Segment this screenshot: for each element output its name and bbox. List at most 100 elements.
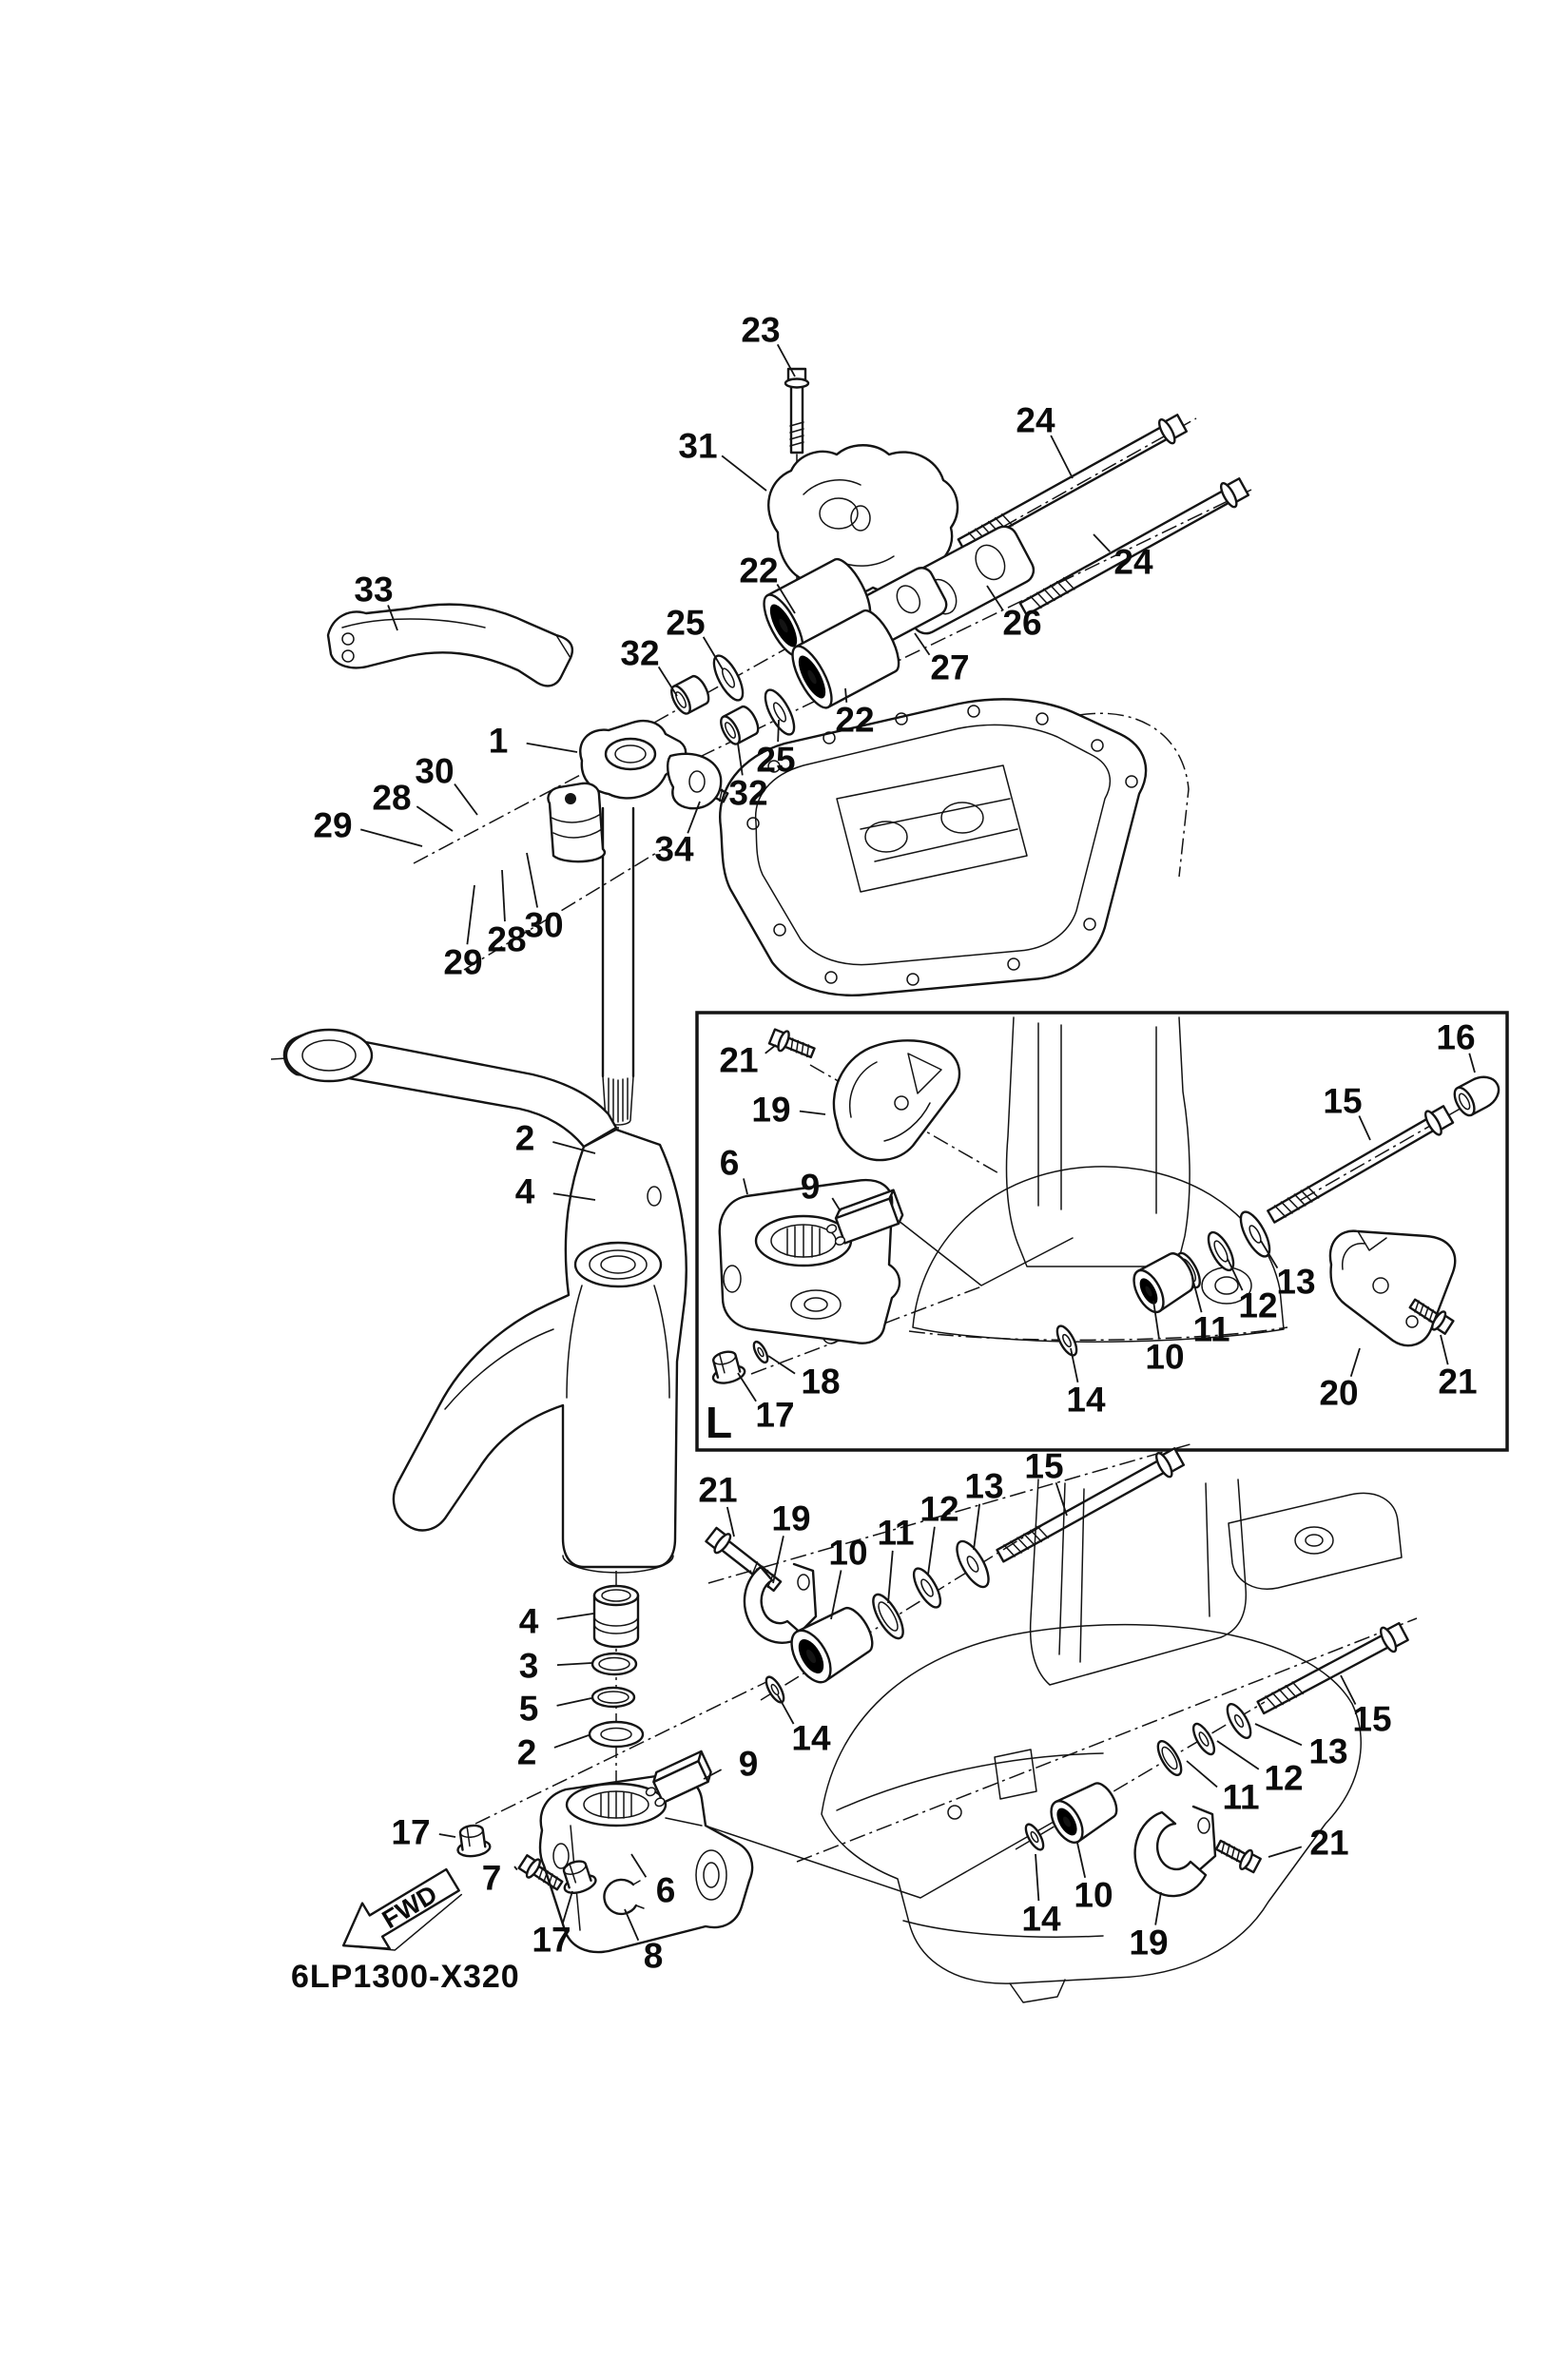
leader-line bbox=[1227, 1258, 1244, 1291]
leader-line bbox=[1349, 1347, 1361, 1378]
washer-14-drawing bbox=[1024, 1823, 1045, 1851]
callout-24: 24 bbox=[1016, 401, 1055, 440]
leader-line bbox=[513, 1866, 518, 1871]
washer-18-drawing bbox=[752, 1340, 769, 1364]
leader-line bbox=[986, 585, 1004, 610]
leader-line bbox=[1216, 1740, 1260, 1770]
callout-28: 28 bbox=[487, 920, 526, 959]
leader-line bbox=[552, 1192, 596, 1201]
leader-line bbox=[1050, 435, 1074, 479]
washer-14-drawing bbox=[765, 1675, 785, 1704]
mount-rubber-10-drawing bbox=[790, 1607, 874, 1684]
leader-line bbox=[1440, 1334, 1449, 1365]
cap-nut-16-drawing bbox=[1453, 1075, 1500, 1117]
steering-arm-33-drawing bbox=[326, 603, 574, 687]
callout-2: 2 bbox=[515, 1119, 535, 1158]
leader-line bbox=[1268, 1846, 1303, 1858]
callout-29: 29 bbox=[313, 806, 352, 845]
callout-31: 31 bbox=[678, 427, 717, 466]
callout-6: 6 bbox=[720, 1144, 740, 1183]
upper-mount-group bbox=[670, 367, 1251, 808]
leader-line bbox=[1093, 533, 1111, 552]
callout-13: 13 bbox=[1276, 1263, 1315, 1302]
leader-line bbox=[830, 1570, 842, 1620]
callout-15: 15 bbox=[1024, 1447, 1063, 1486]
callout-14: 14 bbox=[1066, 1381, 1106, 1420]
callout-21: 21 bbox=[1309, 1824, 1348, 1863]
leader-line bbox=[501, 869, 506, 922]
leader-line bbox=[799, 1110, 826, 1115]
callout-10: 10 bbox=[1145, 1338, 1184, 1377]
leader-line bbox=[927, 1526, 936, 1576]
bolt-23-drawing bbox=[784, 367, 810, 454]
callout-14: 14 bbox=[791, 1719, 831, 1758]
mount-rubber-10-drawing bbox=[1132, 1252, 1194, 1314]
callout-30: 30 bbox=[415, 752, 454, 791]
leader-line bbox=[1076, 1842, 1087, 1879]
callout-4: 4 bbox=[519, 1602, 539, 1641]
bolt-15-drawing bbox=[992, 1443, 1187, 1569]
callout-22: 22 bbox=[739, 551, 778, 590]
leader-line bbox=[887, 1550, 894, 1604]
leader-line bbox=[687, 801, 701, 834]
callout-13: 13 bbox=[964, 1467, 1003, 1506]
leader-line bbox=[556, 1613, 594, 1620]
leader-line bbox=[721, 454, 767, 492]
part-code: 6LP1300-X320 bbox=[291, 1959, 520, 1995]
callout-16: 16 bbox=[1436, 1018, 1475, 1057]
callout-14: 14 bbox=[1021, 1900, 1061, 1939]
callout-19: 19 bbox=[771, 1499, 810, 1538]
callout-5: 5 bbox=[519, 1690, 539, 1729]
ring-11-drawing bbox=[1156, 1740, 1183, 1776]
fwd-arrow: FWD bbox=[341, 1867, 463, 1951]
callout-15: 15 bbox=[1323, 1082, 1362, 1121]
callout-15: 15 bbox=[1352, 1700, 1391, 1739]
callout-13: 13 bbox=[1308, 1732, 1347, 1771]
callout-11: 11 bbox=[1222, 1778, 1259, 1817]
callout-17: 17 bbox=[532, 1921, 571, 1960]
bolt-21-drawing bbox=[1212, 1834, 1264, 1876]
leader-line bbox=[767, 1355, 796, 1375]
damper-9-drawing bbox=[645, 1750, 712, 1808]
washer-12-drawing bbox=[912, 1567, 942, 1609]
leader-line bbox=[914, 632, 931, 656]
leader-line bbox=[726, 1506, 735, 1537]
steering-bracket-1-drawing bbox=[547, 719, 723, 863]
callout-6: 6 bbox=[656, 1871, 676, 1910]
callout-10: 10 bbox=[828, 1534, 867, 1573]
washer-25-drawing bbox=[764, 688, 796, 736]
leader-line bbox=[526, 742, 578, 753]
callout-2: 2 bbox=[517, 1733, 537, 1772]
callout-12: 12 bbox=[920, 1490, 958, 1529]
leader-line bbox=[703, 1769, 723, 1780]
callout-11: 11 bbox=[1192, 1310, 1229, 1349]
washer-13-drawing bbox=[956, 1539, 990, 1589]
callout-12: 12 bbox=[1238, 1286, 1277, 1325]
callout-8: 8 bbox=[644, 1937, 664, 1976]
callout-21: 21 bbox=[1438, 1363, 1477, 1402]
callout-32: 32 bbox=[620, 634, 659, 673]
callout-12: 12 bbox=[1264, 1759, 1303, 1798]
washer-25-drawing bbox=[712, 654, 745, 702]
callout-18: 18 bbox=[801, 1363, 840, 1402]
leader-line bbox=[1254, 1723, 1303, 1747]
leader-line bbox=[630, 1853, 648, 1878]
mount-rubber-22-drawing bbox=[791, 609, 900, 709]
leader-line bbox=[776, 343, 796, 377]
leader-line bbox=[562, 1890, 573, 1924]
bushing-32-drawing bbox=[720, 705, 760, 745]
leader-line bbox=[765, 1044, 777, 1054]
leader-line bbox=[831, 1197, 842, 1212]
washer-12-drawing bbox=[1191, 1722, 1216, 1756]
callout-1: 1 bbox=[489, 722, 509, 761]
callout-26: 26 bbox=[1002, 604, 1041, 643]
callout-27: 27 bbox=[930, 648, 969, 687]
leader-line bbox=[1358, 1115, 1371, 1141]
washer-13-drawing bbox=[1226, 1703, 1252, 1739]
leader-line bbox=[844, 687, 848, 703]
leader-line bbox=[556, 1697, 592, 1707]
callout-10: 10 bbox=[1074, 1876, 1113, 1915]
leader-line bbox=[416, 805, 454, 832]
leader-line bbox=[466, 884, 475, 945]
